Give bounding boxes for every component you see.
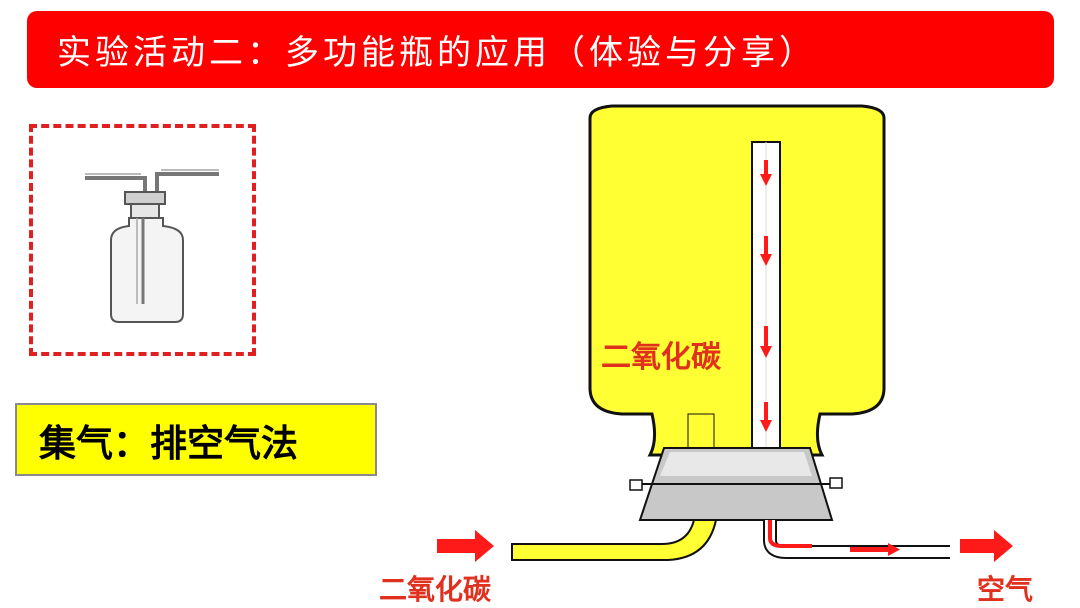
- flow-arrow-icon: [760, 160, 772, 432]
- title-banner: 实验活动二：多功能瓶的应用（体验与分享）: [27, 11, 1054, 88]
- gas-washing-bottle-icon: [85, 169, 219, 323]
- gas-inside-label: 二氧化碳: [601, 340, 721, 375]
- gas-inlet-label: 二氧化碳: [379, 573, 492, 606]
- gas-outlet-label: 空气: [977, 573, 1034, 606]
- method-banner: 集气：排空气法: [15, 403, 377, 476]
- outlet-arrow: [960, 530, 1013, 562]
- inlet-pipe: [511, 519, 718, 561]
- bottle-body: [588, 104, 886, 457]
- page-title: 实验活动二：多功能瓶的应用（体验与分享）: [57, 33, 817, 73]
- inlet-arrow: [437, 530, 494, 562]
- method-label: 集气：排空气法: [39, 421, 298, 465]
- bottle-thumbnail-frame: [29, 124, 256, 356]
